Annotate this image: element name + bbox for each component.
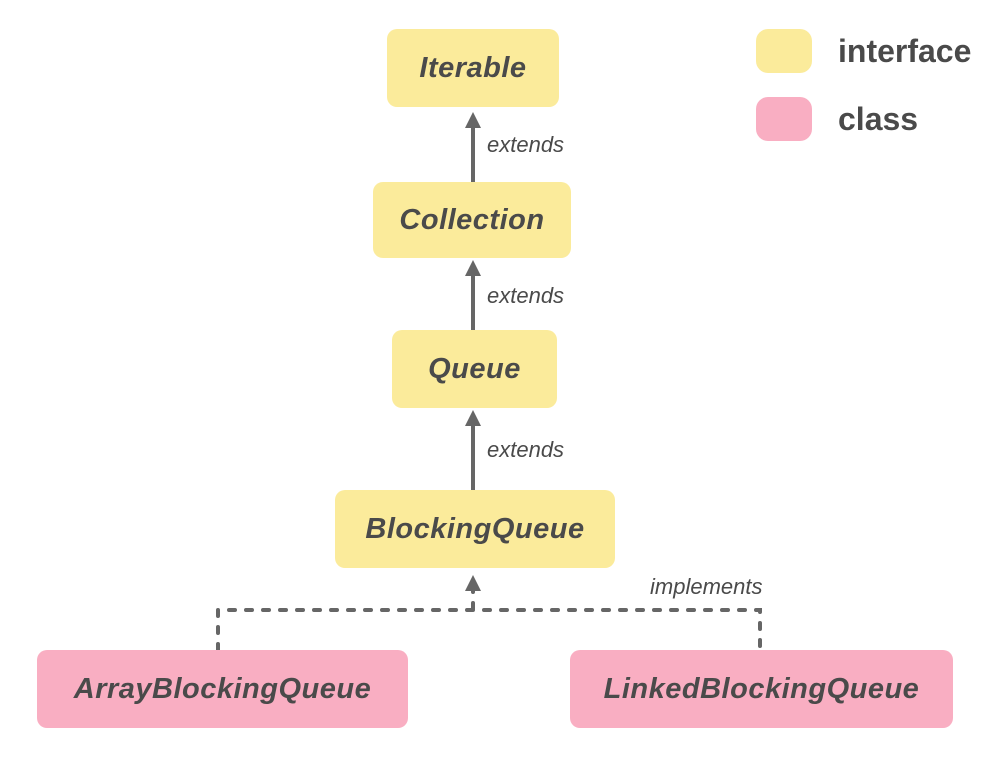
legend-label-class: class (838, 100, 919, 137)
node-linkedblockingqueue-label: LinkedBlockingQueue (603, 672, 920, 705)
node-collection-label: Collection (399, 203, 545, 236)
legend-item-class: class (756, 97, 971, 141)
edge-label-extends-2: extends (487, 283, 565, 308)
edge-label-implements: implements (650, 574, 763, 599)
class-color-swatch (756, 97, 812, 141)
edge-label-extends-1: extends (487, 132, 565, 157)
node-iterable: Iterable (387, 29, 559, 107)
node-blockingqueue-label: BlockingQueue (365, 512, 585, 545)
interface-color-swatch (756, 29, 812, 73)
node-arrayblockingqueue: ArrayBlockingQueue (37, 650, 408, 728)
node-collection: Collection (373, 182, 571, 258)
node-arrayblockingqueue-label: ArrayBlockingQueue (73, 672, 372, 705)
edge-implements-connector (216, 608, 762, 652)
legend: interface class (756, 29, 971, 165)
node-linkedblockingqueue: LinkedBlockingQueue (570, 650, 953, 728)
node-iterable-label: Iterable (419, 51, 527, 84)
node-queue: Queue (392, 330, 557, 408)
legend-label-interface: interface (838, 32, 972, 69)
node-queue-label: Queue (428, 352, 521, 385)
legend-item-interface: interface (756, 29, 971, 73)
node-blockingqueue: BlockingQueue (335, 490, 615, 568)
edge-label-extends-3: extends (487, 437, 565, 462)
